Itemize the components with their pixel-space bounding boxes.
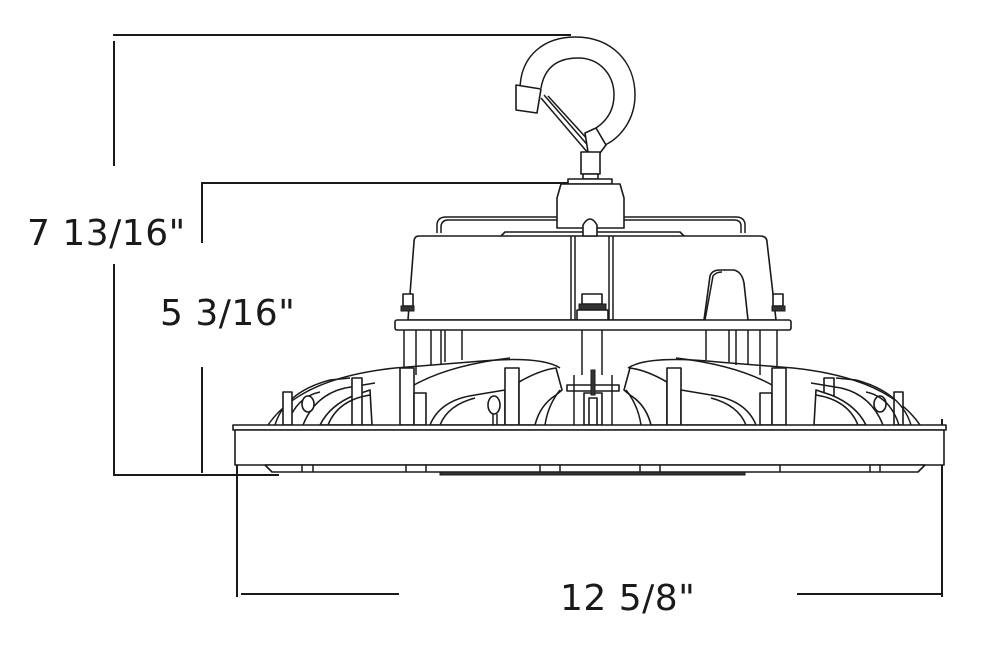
cable-gland	[581, 293, 603, 305]
hook-inner-arc	[540, 57, 615, 129]
hook-tip	[515, 84, 542, 114]
driver-housing	[394, 183, 792, 331]
hook-shank	[580, 151, 601, 175]
housing-flange	[394, 319, 792, 331]
fin-clip	[487, 395, 501, 415]
base-ring	[234, 429, 945, 466]
side-gland-right	[772, 293, 784, 307]
handle-rail-right	[624, 216, 746, 233]
fixture-base	[232, 424, 947, 476]
body-height-dimension	[201, 182, 571, 473]
overall-height-dimension	[113, 34, 571, 476]
heat-sink-fins	[267, 357, 921, 426]
width-label: 12 5/8"	[560, 578, 696, 619]
body-height-label: 5 3/16"	[160, 293, 296, 334]
lens-rim	[264, 464, 926, 473]
center-nub	[582, 218, 598, 237]
mount-boss	[556, 183, 625, 229]
lens-bottom	[439, 471, 746, 476]
hook	[515, 36, 636, 185]
housing-bracket	[703, 269, 749, 321]
standoff-posts	[403, 330, 778, 375]
hook-latch	[540, 97, 595, 161]
side-gland-left	[402, 293, 414, 307]
hook-outer-arc	[519, 36, 636, 146]
hook-swivel-collar	[584, 127, 607, 154]
overall-height-label: 7 13/16"	[27, 213, 186, 254]
handle-rail-left	[436, 216, 557, 233]
